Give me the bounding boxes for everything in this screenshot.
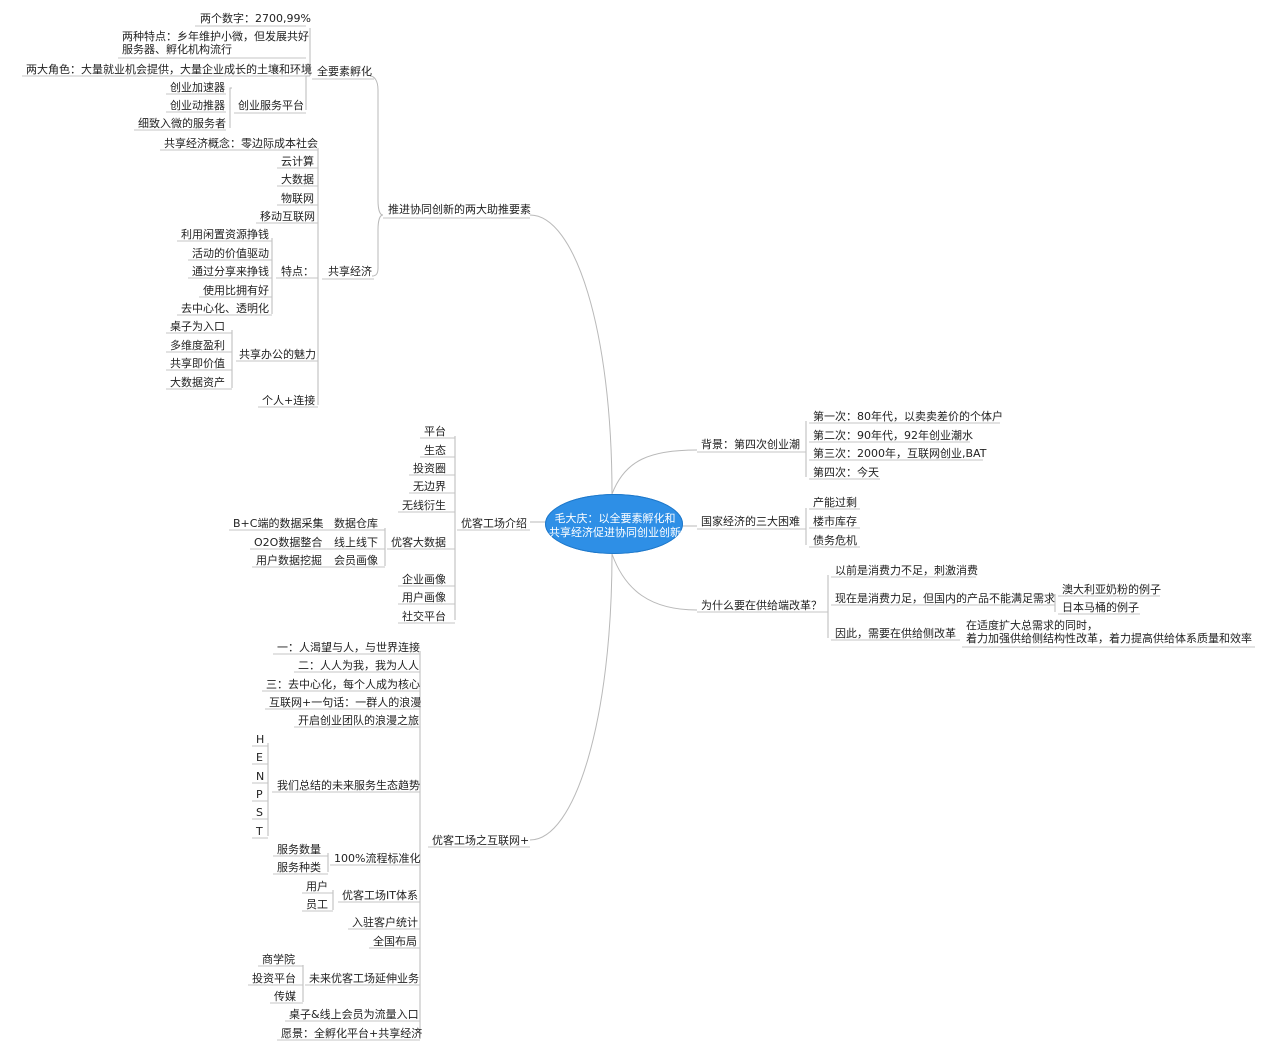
- node-letter-p[interactable]: P: [256, 788, 263, 801]
- node-tenant-stats[interactable]: 入驻客户统计: [352, 916, 418, 929]
- node-use-over-own[interactable]: 使用比拥有好: [203, 284, 269, 297]
- node-letter-h[interactable]: H: [256, 733, 265, 746]
- node-desk-entry[interactable]: 桌子为入口: [170, 320, 225, 333]
- node-borderless[interactable]: 无边界: [413, 480, 446, 493]
- node-future-extension[interactable]: 未来优客工场延伸业务: [309, 972, 419, 985]
- node-overcapacity[interactable]: 产能过剩: [813, 496, 857, 509]
- node-media[interactable]: 传媒: [274, 990, 296, 1003]
- node-future-trend[interactable]: 我们总结的未来服务生态趋势: [277, 779, 420, 792]
- node-features[interactable]: 特点：: [281, 265, 314, 278]
- node-australia-milk[interactable]: 澳大利亚奶粉的例子: [1062, 583, 1161, 596]
- node-debt-crisis[interactable]: 债务危机: [813, 534, 857, 547]
- node-idle-resources[interactable]: 利用闲置资源挣钱: [181, 228, 269, 241]
- central-topic-text: 毛大庆：以全要素孵化和 共享经济促进协同创业创新: [549, 512, 681, 539]
- node-romantic-journey[interactable]: 开启创业团队的浪漫之旅: [298, 714, 419, 727]
- node-sharing-value[interactable]: 共享即价值: [170, 357, 225, 370]
- node-value-driven[interactable]: 活动的价值驱动: [192, 247, 269, 260]
- node-infinite-derivation[interactable]: 无线衍生: [402, 499, 446, 512]
- node-data-asset[interactable]: 大数据资产: [170, 376, 225, 389]
- node-ucommune-bigdata[interactable]: 优客大数据: [391, 536, 446, 549]
- node-enterprise-portrait[interactable]: 企业画像: [402, 573, 446, 586]
- node-two-roles[interactable]: 两大角色：大量就业机会提供，大量企业成长的土壤和环境: [26, 63, 312, 76]
- node-two-numbers[interactable]: 两个数字：2700,99%: [200, 12, 311, 25]
- node-service-types[interactable]: 服务种类: [277, 861, 321, 874]
- node-now-consumption[interactable]: 现在是消费力足，但国内的产品不能满足需求: [835, 592, 1055, 605]
- node-promoter[interactable]: 创业动推器: [170, 99, 225, 112]
- node-japan-toilet[interactable]: 日本马桶的例子: [1062, 601, 1139, 614]
- node-business-school[interactable]: 商学院: [262, 953, 295, 966]
- node-accelerator[interactable]: 创业加速器: [170, 81, 225, 94]
- node-member-portrait[interactable]: 会员画像: [334, 554, 378, 567]
- node-person-connection[interactable]: 个人+连接: [262, 394, 316, 407]
- node-social-platform[interactable]: 社交平台: [402, 610, 446, 623]
- node-decentralized[interactable]: 去中心化、透明化: [181, 302, 269, 315]
- node-o2o-integration[interactable]: O2O数据整合: [254, 536, 323, 549]
- node-it-system[interactable]: 优客工场IT体系: [342, 889, 418, 902]
- node-principle-two[interactable]: 二：人人为我，我为人人: [298, 659, 419, 672]
- branch-internet-plus[interactable]: 优客工场之互联网+: [432, 834, 530, 847]
- node-cloud[interactable]: 云计算: [281, 155, 314, 168]
- node-investment-platform[interactable]: 投资平台: [252, 972, 296, 985]
- node-principle-one[interactable]: 一：人渴望与人，与世界连接: [277, 641, 420, 654]
- node-investment-circle[interactable]: 投资圈: [413, 462, 446, 475]
- node-bigdata[interactable]: 大数据: [281, 173, 314, 186]
- node-multi-profit[interactable]: 多维度盈利: [170, 339, 225, 352]
- branch-ucommune-intro[interactable]: 优客工场介绍: [461, 517, 527, 530]
- node-sharing-economy[interactable]: 共享经济: [328, 265, 372, 278]
- node-attentive-servant[interactable]: 细致入微的服务者: [138, 117, 226, 130]
- branch-three-difficulties[interactable]: 国家经济的三大困难: [701, 515, 800, 528]
- node-process-standard[interactable]: 100%流程标准化: [334, 852, 421, 865]
- node-letter-s[interactable]: S: [256, 806, 263, 819]
- node-ecosystem[interactable]: 生态: [424, 444, 446, 457]
- node-letter-n[interactable]: N: [256, 770, 265, 783]
- node-housing-inventory[interactable]: 楼市库存: [813, 515, 857, 528]
- node-reform-detail[interactable]: 在适度扩大总需求的同时， 着力加强供给侧结构性改革，着力提高供给体系质量和效率: [966, 619, 1252, 645]
- node-letter-t[interactable]: T: [256, 825, 263, 838]
- node-platform[interactable]: 平台: [424, 425, 446, 438]
- node-staff[interactable]: 员工: [306, 898, 328, 911]
- node-third-wave[interactable]: 第三次：2000年，互联网创业,BAT: [813, 447, 987, 460]
- node-data-warehouse[interactable]: 数据仓库: [334, 517, 378, 530]
- node-share-to-earn[interactable]: 通过分享来挣钱: [192, 265, 269, 278]
- node-fourth-wave-today[interactable]: 第四次：今天: [813, 466, 879, 479]
- node-second-wave[interactable]: 第二次：90年代，92年创业潮水: [813, 429, 973, 442]
- node-shared-office-charm[interactable]: 共享办公的魅力: [239, 348, 316, 361]
- node-full-element-incubation[interactable]: 全要素孵化: [317, 65, 372, 78]
- node-traffic-entry[interactable]: 桌子&线上会员为流量入口: [289, 1008, 419, 1021]
- node-two-features[interactable]: 两种特点：乡年维护小微，但发展共好 服务器、孵化机构流行: [122, 30, 309, 56]
- node-startup-service-platform[interactable]: 创业服务平台: [238, 99, 304, 112]
- node-mobile-internet[interactable]: 移动互联网: [260, 210, 315, 223]
- branch-two-drivers[interactable]: 推进协同创新的两大助推要素: [388, 203, 531, 216]
- node-service-quantity[interactable]: 服务数量: [277, 843, 321, 856]
- node-online-offline[interactable]: 线上线下: [334, 536, 378, 549]
- node-iot[interactable]: 物联网: [281, 192, 314, 205]
- branch-supply-reform[interactable]: 为什么要在供给端改革？: [701, 599, 822, 612]
- node-first-wave[interactable]: 第一次：80年代，以卖卖差价的个体户: [813, 410, 1003, 423]
- node-national-layout[interactable]: 全国布局: [373, 935, 417, 948]
- node-therefore-reform[interactable]: 因此，需要在供给侧改革: [835, 627, 956, 640]
- branch-fourth-wave[interactable]: 背景：第四次创业潮: [701, 438, 800, 451]
- node-internet-plus-sentence[interactable]: 互联网+一句话：一群人的浪漫: [269, 696, 422, 709]
- node-past-consumption[interactable]: 以前是消费力不足，刺激消费: [835, 564, 978, 577]
- node-user-data-mining[interactable]: 用户数据挖掘: [256, 554, 322, 567]
- central-topic-bubble[interactable]: [545, 494, 683, 554]
- node-users[interactable]: 用户: [306, 880, 328, 893]
- node-user-portrait[interactable]: 用户画像: [402, 591, 446, 604]
- node-sharing-concept[interactable]: 共享经济概念：零边际成本社会: [164, 137, 318, 150]
- node-letter-e[interactable]: E: [256, 751, 263, 764]
- node-principle-three[interactable]: 三：去中心化，每个人成为核心: [266, 678, 420, 691]
- node-bc-data-collection[interactable]: B+C端的数据采集: [233, 517, 324, 530]
- node-vision[interactable]: 愿景：全孵化平台+共享经济: [281, 1027, 423, 1040]
